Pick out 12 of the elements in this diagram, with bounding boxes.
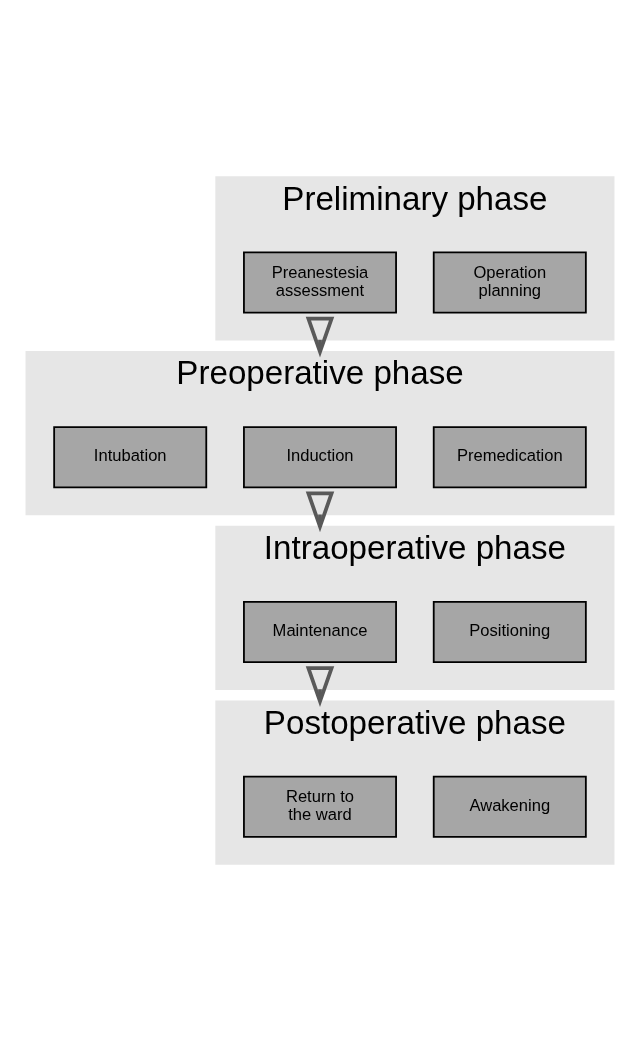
node-box: Operation planning [432,251,587,314]
arrow [305,491,335,532]
node-box: Awakening [432,775,587,838]
node-box: Intubation [53,425,208,488]
node-box: Maintenance [243,600,397,663]
node-box: Preanestesia assessment [243,251,397,314]
arrow [305,665,335,707]
arrow [305,316,335,357]
node-box: Premedication [432,425,587,488]
node-box: Positioning [432,600,587,663]
node-box: Induction [243,425,397,488]
node-box: Return to the ward [243,775,397,838]
